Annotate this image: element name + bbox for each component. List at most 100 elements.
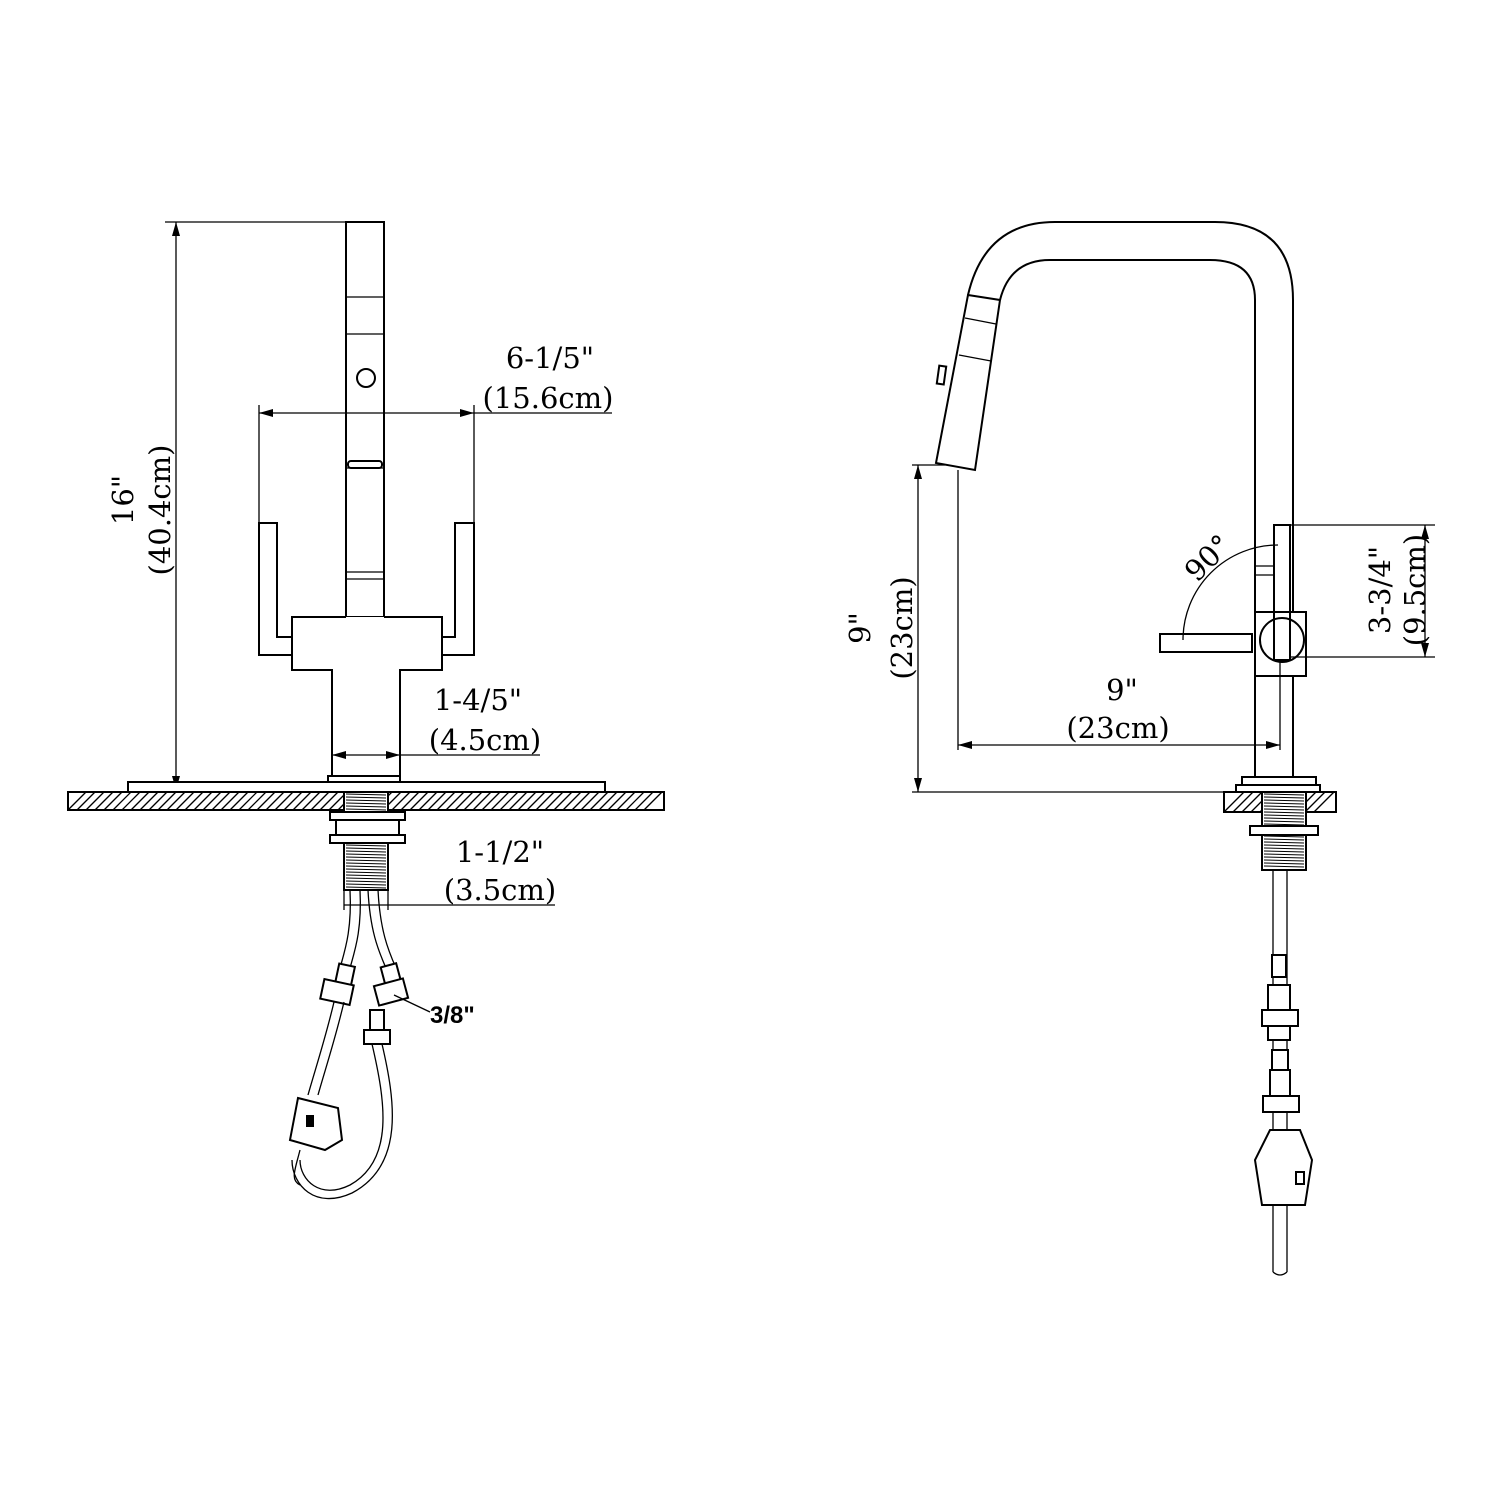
hatch-line bbox=[580, 791, 600, 811]
hatch-line bbox=[202, 791, 222, 811]
hatch-line bbox=[643, 791, 663, 811]
hatch-line bbox=[274, 791, 294, 811]
supply-size-label: 3/8" bbox=[430, 1002, 475, 1029]
right-handle bbox=[442, 522, 475, 656]
hatch-line bbox=[256, 791, 276, 811]
hatch-line bbox=[247, 791, 267, 811]
hatch-line bbox=[1241, 791, 1263, 813]
hatch-line bbox=[184, 791, 204, 811]
hatch-line bbox=[130, 791, 150, 811]
hose-weight bbox=[288, 1096, 344, 1152]
base-width-dimension: 1-4/5" (4.5cm) bbox=[332, 683, 541, 759]
reach-cm-label: (23cm) bbox=[1066, 711, 1169, 745]
thread-line bbox=[1263, 862, 1305, 865]
hatch-line bbox=[481, 791, 501, 811]
thread-line bbox=[1263, 841, 1305, 844]
spout-height-cm-label: (23cm) bbox=[885, 576, 919, 679]
hatch-line bbox=[283, 791, 303, 811]
thread-line bbox=[1263, 793, 1305, 796]
height-dimension: 16" (40.4cm) bbox=[106, 221, 346, 790]
spout-side bbox=[967, 221, 1294, 780]
hatch-line bbox=[589, 791, 609, 811]
hatch-line bbox=[220, 791, 240, 811]
thread-line bbox=[345, 799, 387, 802]
hatch-line bbox=[544, 791, 564, 811]
hatch-line bbox=[454, 791, 474, 811]
reach-in-label: 9" bbox=[1106, 673, 1138, 707]
hatch-line bbox=[517, 791, 537, 811]
escutcheon-side bbox=[1241, 776, 1317, 786]
hatch-line bbox=[427, 791, 447, 811]
shank-in-label: 1-1/2" bbox=[456, 835, 544, 869]
hatch-line bbox=[571, 791, 591, 811]
hose-weight-side bbox=[1253, 1129, 1314, 1206]
hatch-line bbox=[148, 791, 168, 811]
thread-line bbox=[345, 883, 387, 886]
thread-line bbox=[1263, 799, 1305, 802]
spout-height-in-label: 9" bbox=[843, 612, 877, 644]
hatch-line bbox=[1304, 791, 1326, 813]
hatch-line bbox=[1223, 791, 1245, 813]
handle-span-dimension: 6-1/5" (15.6cm) bbox=[258, 341, 614, 523]
thread-line bbox=[345, 796, 387, 799]
thread-line bbox=[1263, 838, 1305, 841]
thread-line bbox=[345, 853, 387, 856]
hatch-line bbox=[1313, 791, 1335, 813]
thread-line bbox=[345, 880, 387, 883]
hatch-line bbox=[445, 791, 465, 811]
spout-front bbox=[345, 221, 385, 618]
hatch-line bbox=[292, 791, 312, 811]
handle-span-in-label: 6-1/5" bbox=[506, 341, 594, 375]
hatch-line bbox=[76, 791, 96, 811]
thread-line bbox=[345, 805, 387, 808]
mounting-shank bbox=[329, 791, 406, 891]
reach-dimension: 9" (23cm) bbox=[957, 470, 1281, 750]
hatch-line bbox=[310, 791, 330, 811]
thread-line bbox=[345, 793, 387, 796]
height-cm-label: (40.4cm) bbox=[143, 445, 177, 576]
thread-line bbox=[1263, 808, 1305, 811]
rotation-arc bbox=[1182, 544, 1279, 641]
hatch-line bbox=[400, 791, 420, 811]
hatch-line bbox=[1232, 791, 1254, 813]
thread-line bbox=[345, 871, 387, 874]
hatch-line bbox=[112, 791, 132, 811]
thread-line bbox=[1263, 865, 1305, 868]
deck-plate bbox=[127, 781, 606, 793]
thread-line bbox=[345, 847, 387, 850]
spray-head bbox=[934, 293, 1002, 472]
hatch-line bbox=[634, 791, 654, 811]
handle-span-cm-label: (15.6cm) bbox=[483, 381, 614, 415]
hatch-line bbox=[535, 791, 555, 811]
hatch-line bbox=[157, 791, 177, 811]
spout-height-dimension: 9" (23cm) bbox=[843, 464, 1240, 793]
hatch-line bbox=[301, 791, 321, 811]
handle-lever-rotated bbox=[1159, 633, 1253, 653]
hatch-line bbox=[391, 791, 411, 811]
thread-line bbox=[1263, 847, 1305, 850]
hatch-line bbox=[175, 791, 195, 811]
thread-line bbox=[345, 874, 387, 877]
hose-side bbox=[1253, 870, 1314, 1276]
hatch-line bbox=[67, 791, 87, 811]
thread-line bbox=[1263, 859, 1305, 862]
hatch-line bbox=[463, 791, 483, 811]
thread-line bbox=[1263, 817, 1305, 820]
hatch-line bbox=[121, 791, 141, 811]
supply-hoses: 3/8" bbox=[288, 889, 475, 1200]
hatch-line bbox=[139, 791, 159, 811]
hatch-line bbox=[598, 791, 618, 811]
thread-line bbox=[345, 886, 387, 889]
thread-line bbox=[1263, 835, 1305, 838]
rotation-label: 90° bbox=[1178, 528, 1238, 588]
thread-line bbox=[345, 802, 387, 805]
handle-height-dimension: 3-3/4" (9.5cm) bbox=[1290, 524, 1435, 658]
faucet-body-front bbox=[291, 616, 443, 779]
shank-dimension: 1-1/2" (3.5cm) bbox=[343, 835, 556, 910]
hatch-line bbox=[238, 791, 258, 811]
handle-height-cm-label: (9.5cm) bbox=[1398, 534, 1432, 647]
hatch-line bbox=[94, 791, 114, 811]
thread-line bbox=[345, 808, 387, 811]
hatch-line bbox=[625, 791, 645, 811]
height-in-label: 16" bbox=[106, 475, 140, 525]
